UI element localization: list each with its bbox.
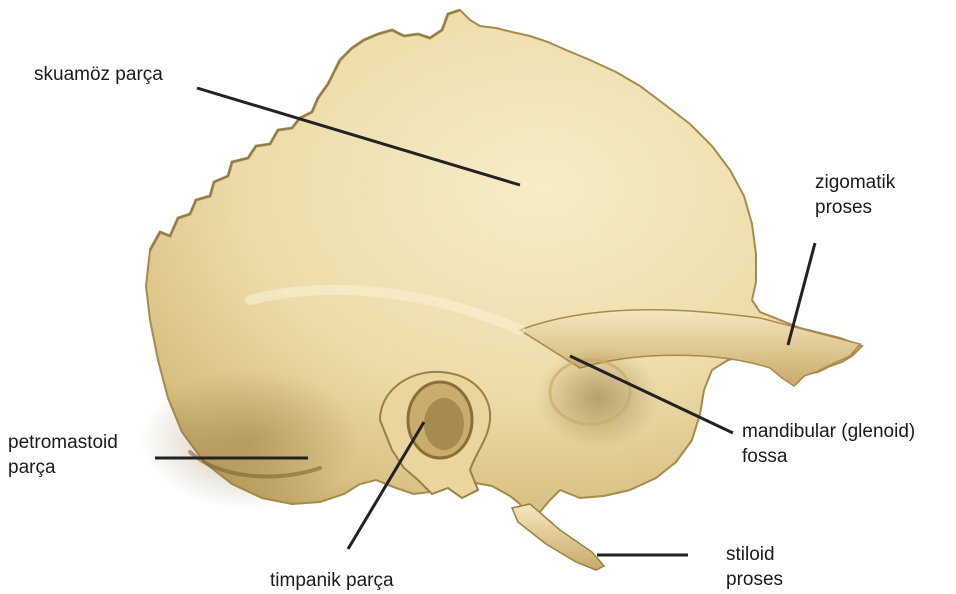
label-zygomatic-line-1: zigomatik (815, 170, 895, 195)
label-petromastoid-line-1: petromastoid (8, 430, 118, 455)
label-styloid-line-1: stiloid (726, 542, 783, 567)
label-squamous-part: skuamöz parça (34, 62, 163, 87)
label-styloid-process: stiloid proses (726, 542, 783, 592)
styloid-process-shape (512, 504, 604, 570)
label-mandibular-line-1: mandibular (glenoid) (742, 419, 915, 444)
label-mandibular-fossa: mandibular (glenoid) fossa (742, 419, 915, 469)
label-styloid-line-2: proses (726, 567, 783, 592)
mandibular-fossa-shape (536, 348, 660, 448)
label-tympanic-text: timpanik parça (270, 568, 394, 593)
label-petromastoid-part: petromastoid parça (8, 430, 118, 480)
label-petromastoid-line-2: parça (8, 455, 118, 480)
label-tympanic-part: timpanik parça (270, 568, 394, 593)
label-zygomatic-line-2: proses (815, 195, 895, 220)
label-mandibular-line-2: fossa (742, 444, 915, 469)
petromastoid-part-shape (140, 370, 360, 510)
meatus-opening (424, 398, 464, 450)
label-squamous-text: skuamöz parça (34, 62, 163, 87)
label-zygomatic-process: zigomatik proses (815, 170, 895, 220)
